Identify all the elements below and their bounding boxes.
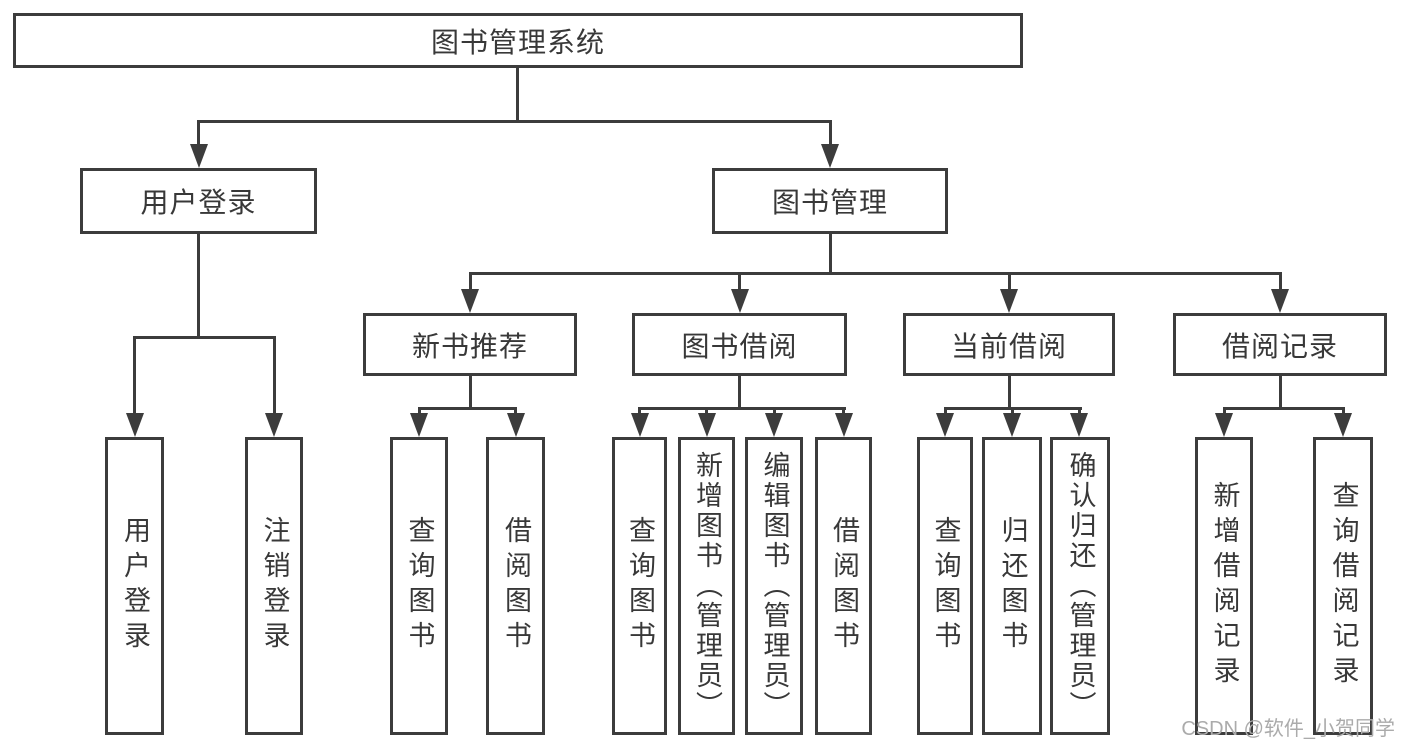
arrow-to-borrow-books-2: [834, 407, 853, 437]
node-label: 用户登录: [140, 187, 257, 218]
node-user-login: 用户登录: [80, 168, 317, 234]
leaf-label: 借阅图书: [829, 516, 859, 656]
connector-root-horizontal: [197, 120, 832, 123]
arrow-to-leaf-logout: [265, 336, 283, 437]
connector-book-mgmt-vertical: [828, 234, 832, 275]
leaf-label: 编辑图书（管理员）: [759, 451, 790, 721]
node-borrow-records: 借阅记录: [1173, 313, 1387, 376]
leaf-edit-book-admin: 编辑图书（管理员）: [745, 437, 803, 735]
leaf-query-books-3: 查询图书: [917, 437, 973, 735]
connector-book-borrow-horizontal: [638, 407, 846, 410]
node-label: 借阅记录: [1221, 330, 1338, 362]
csdn-watermark: CSDN @软件_小贺同学: [1181, 718, 1395, 740]
connector-book-mgmt-horizontal: [468, 272, 1282, 275]
node-label: 图书管理系统: [430, 26, 605, 58]
connector-root-vertical: [515, 68, 519, 123]
leaf-label: 查询图书: [404, 516, 435, 656]
leaf-user-login: 用户登录: [105, 437, 164, 735]
arrow-to-book-borrow: [730, 272, 749, 313]
leaf-label: 查询借阅记录: [1328, 481, 1359, 691]
leaf-label: 查询图书: [930, 516, 961, 656]
leaf-label: 新增图书（管理员）: [692, 451, 722, 721]
arrow-to-current-borrow: [1000, 272, 1018, 313]
leaf-label: 新增借阅记录: [1209, 481, 1240, 691]
connector-current-borrow-vertical: [1007, 376, 1011, 410]
connector-new-book-horizontal: [417, 407, 517, 410]
node-library-management-system: 图书管理系统: [13, 13, 1023, 68]
leaf-confirm-return-admin: 确认归还（管理员）: [1050, 437, 1110, 735]
arrow-to-query-borrow-record: [1334, 407, 1352, 437]
leaf-borrow-books-1: 借阅图书: [486, 437, 545, 735]
arrow-to-borrow-records: [1271, 272, 1289, 313]
connector-user-login-vertical: [197, 234, 200, 339]
leaf-query-books-2: 查询图书: [612, 437, 667, 735]
arrow-to-return-book: [1003, 407, 1021, 437]
node-current-borrow: 当前借阅: [903, 313, 1115, 376]
leaf-query-books-1: 查询图书: [390, 437, 448, 735]
node-label: 图书管理: [771, 187, 888, 218]
connector-book-borrow-vertical: [738, 376, 741, 410]
arrow-to-confirm-return: [1070, 407, 1088, 437]
node-label: 当前借阅: [950, 330, 1067, 362]
connector-borrow-records-horizontal: [1222, 407, 1345, 410]
arrow-to-user-login: [189, 120, 208, 168]
node-label: 新书推荐: [411, 330, 528, 362]
node-label: 图书借阅: [681, 330, 798, 362]
leaf-label: 用户登录: [120, 516, 150, 656]
node-book-borrow: 图书借阅: [632, 313, 847, 376]
arrow-to-query-books-1: [410, 407, 428, 437]
leaf-query-borrow-record: 查询借阅记录: [1313, 437, 1373, 735]
arrow-to-query-books-3: [936, 407, 954, 437]
leaf-label: 注销登录: [259, 516, 290, 656]
connector-borrow-records-vertical: [1278, 376, 1282, 410]
node-new-book-recommend: 新书推荐: [363, 313, 577, 376]
connector-new-book-vertical: [468, 376, 472, 410]
connector-user-login-horizontal: [133, 336, 276, 339]
arrow-to-edit-book: [765, 407, 783, 437]
leaf-label: 归还图书: [997, 516, 1028, 656]
arrow-to-borrow-books-1: [506, 407, 525, 437]
arrow-to-leaf-user-login: [125, 336, 144, 437]
leaf-label: 借阅图书: [501, 516, 531, 656]
node-book-management: 图书管理: [712, 168, 948, 234]
arrow-to-new-book-recommend: [461, 272, 479, 313]
leaf-label: 查询图书: [625, 516, 655, 656]
arrow-to-add-book: [697, 407, 716, 437]
arrow-to-add-borrow-record: [1215, 407, 1233, 437]
leaf-borrow-books-2: 借阅图书: [815, 437, 872, 735]
leaf-add-book-admin: 新增图书（管理员）: [678, 437, 735, 735]
arrow-to-query-books-2: [630, 407, 649, 437]
leaf-add-borrow-record: 新增借阅记录: [1195, 437, 1253, 735]
leaf-logout: 注销登录: [245, 437, 303, 735]
leaf-label: 确认归还（管理员）: [1065, 451, 1096, 721]
leaf-return-book: 归还图书: [982, 437, 1042, 735]
arrow-to-book-management: [821, 120, 839, 168]
